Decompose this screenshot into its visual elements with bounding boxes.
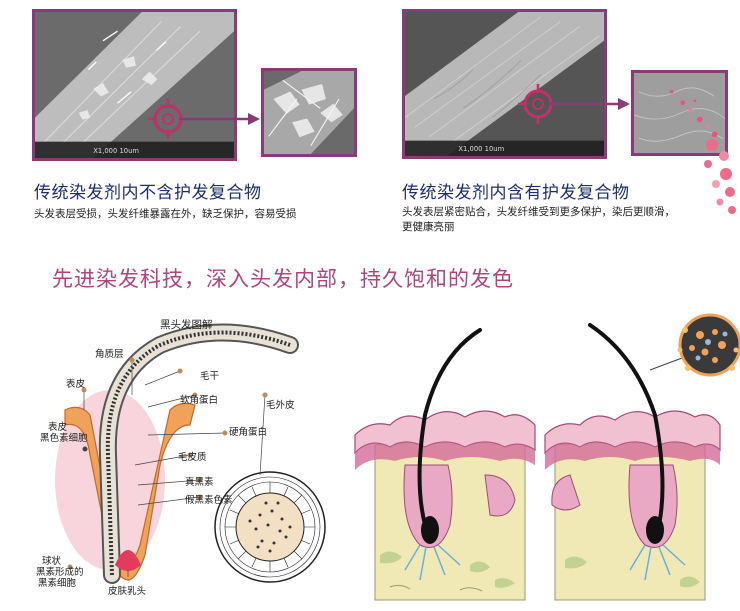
label-eumelanin: 真黑素	[185, 477, 214, 488]
label-epidermal-melanocyte-1: 表皮	[48, 422, 68, 433]
protected-hair-photo: X1,000 10um	[402, 9, 607, 159]
left-caption-desc: 头发表层受损，头发纤维暴露在外，缺乏保护，容易受损	[34, 208, 297, 220]
label-outer-sheath: 毛外皮	[266, 400, 295, 411]
label-pheomelanin: 假黑素色素	[185, 495, 233, 506]
label-bulb-3: 黑素细胞	[38, 578, 77, 589]
skin-section-right	[544, 313, 740, 601]
label-bulb-1: 球状	[42, 556, 62, 567]
skin-section-left	[354, 328, 536, 601]
damaged-hair-zoom-photo	[261, 68, 357, 157]
label-cortex: 毛皮质	[178, 452, 207, 463]
right-caption-title: 传统染发剂内含有护发复合物	[402, 183, 630, 203]
hair-anatomy-diagram	[55, 323, 326, 584]
label-hard-keratin: 硬角蛋白	[229, 427, 268, 438]
diagram-title: 黑头发图解	[160, 319, 213, 331]
label-bulb-2: 黑素形成的	[36, 567, 84, 578]
target-marker-right	[518, 84, 630, 124]
label-soft-keratin: 软角蛋白	[180, 395, 219, 406]
protected-hair-zoom-photo	[631, 70, 728, 156]
photo-scale-text-right: X1,000 10um	[458, 145, 504, 153]
label-epidermal-melanocyte-2: 黑色素细胞	[40, 433, 88, 444]
damaged-hair-photo: X1,000 10um	[32, 9, 237, 161]
left-caption-title: 传统染发剂内不含护发复合物	[34, 183, 262, 203]
label-hair-shaft: 毛干	[200, 371, 220, 382]
color-dots-decoration	[704, 139, 736, 214]
photo-scale-text: X1,000 10um	[93, 147, 139, 155]
label-cuticle: 角质层	[95, 349, 124, 360]
label-papilla: 皮肤乳头	[108, 586, 147, 597]
target-marker-left	[148, 99, 260, 139]
main-headline: 先进染发科技，深入头发内部，持久饱和的发色	[52, 267, 514, 291]
right-caption-desc-1: 头发表层紧密贴合，头发纤维受到更多保护，染后更顺滑，	[402, 206, 675, 218]
right-caption-desc-2: 更健康亮丽	[402, 221, 455, 233]
label-epidermis: 表皮	[66, 379, 86, 390]
